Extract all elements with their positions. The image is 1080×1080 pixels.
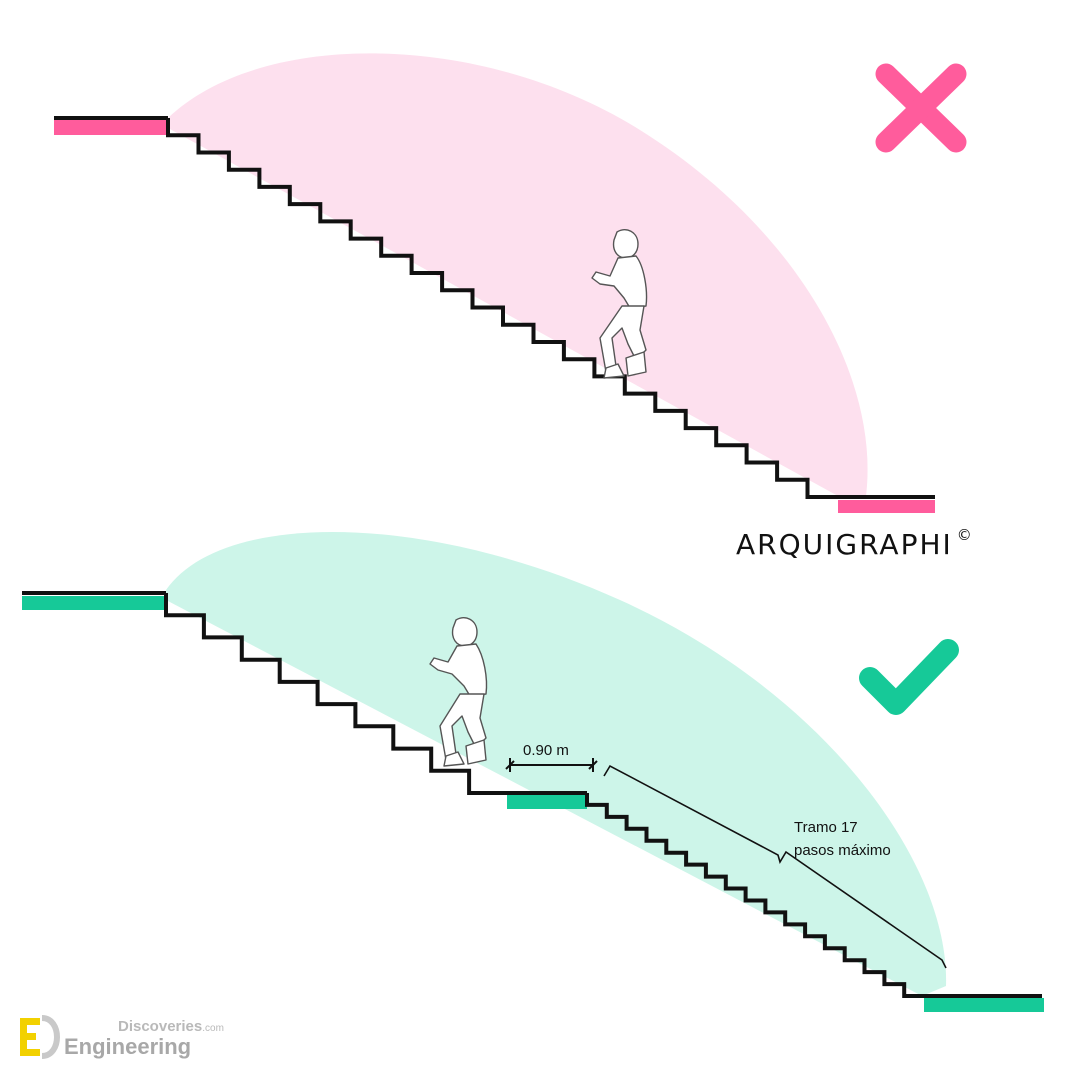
good-mid-landing (507, 795, 587, 809)
copyright-symbol: © (956, 525, 974, 544)
landing-width-label: 0.90 m (523, 742, 569, 759)
flight-brace (603, 764, 947, 969)
landing-dimension-line (505, 758, 598, 772)
flight-note-line-1: Tramo 17 (794, 819, 858, 836)
good-top-landing (22, 596, 166, 610)
ed-logo-icon (20, 1015, 60, 1059)
bad-clearance-zone (168, 53, 868, 496)
x-mark-icon (875, 63, 967, 153)
good-stair-upper-flight (164, 593, 587, 795)
flight-note-line-2: pasos máximo (794, 842, 891, 859)
watermark-line-1: Discoveries.com (118, 1018, 224, 1035)
engineering-watermark: Discoveries.com Engineering (18, 1012, 258, 1068)
good-bottom-landing (924, 998, 1044, 1012)
bad-stair-group (54, 53, 967, 513)
person-figure-bottom (429, 616, 488, 767)
bad-stair-steps (166, 118, 838, 499)
brand-name: ARQUIGRAPHI (736, 528, 953, 561)
brand-logo: ARQUIGRAPHI© (736, 525, 974, 561)
good-stair-group: 0.90 m Tramo 17 pasos máximo (22, 531, 1044, 1012)
bad-bottom-landing (838, 500, 935, 513)
check-mark-icon (859, 639, 959, 715)
bad-top-landing (54, 120, 168, 135)
person-figure-top (591, 228, 648, 379)
good-clearance-zone (166, 531, 947, 996)
good-stair-lower-flight (585, 793, 924, 998)
watermark-line-2: Engineering (64, 1034, 192, 1059)
